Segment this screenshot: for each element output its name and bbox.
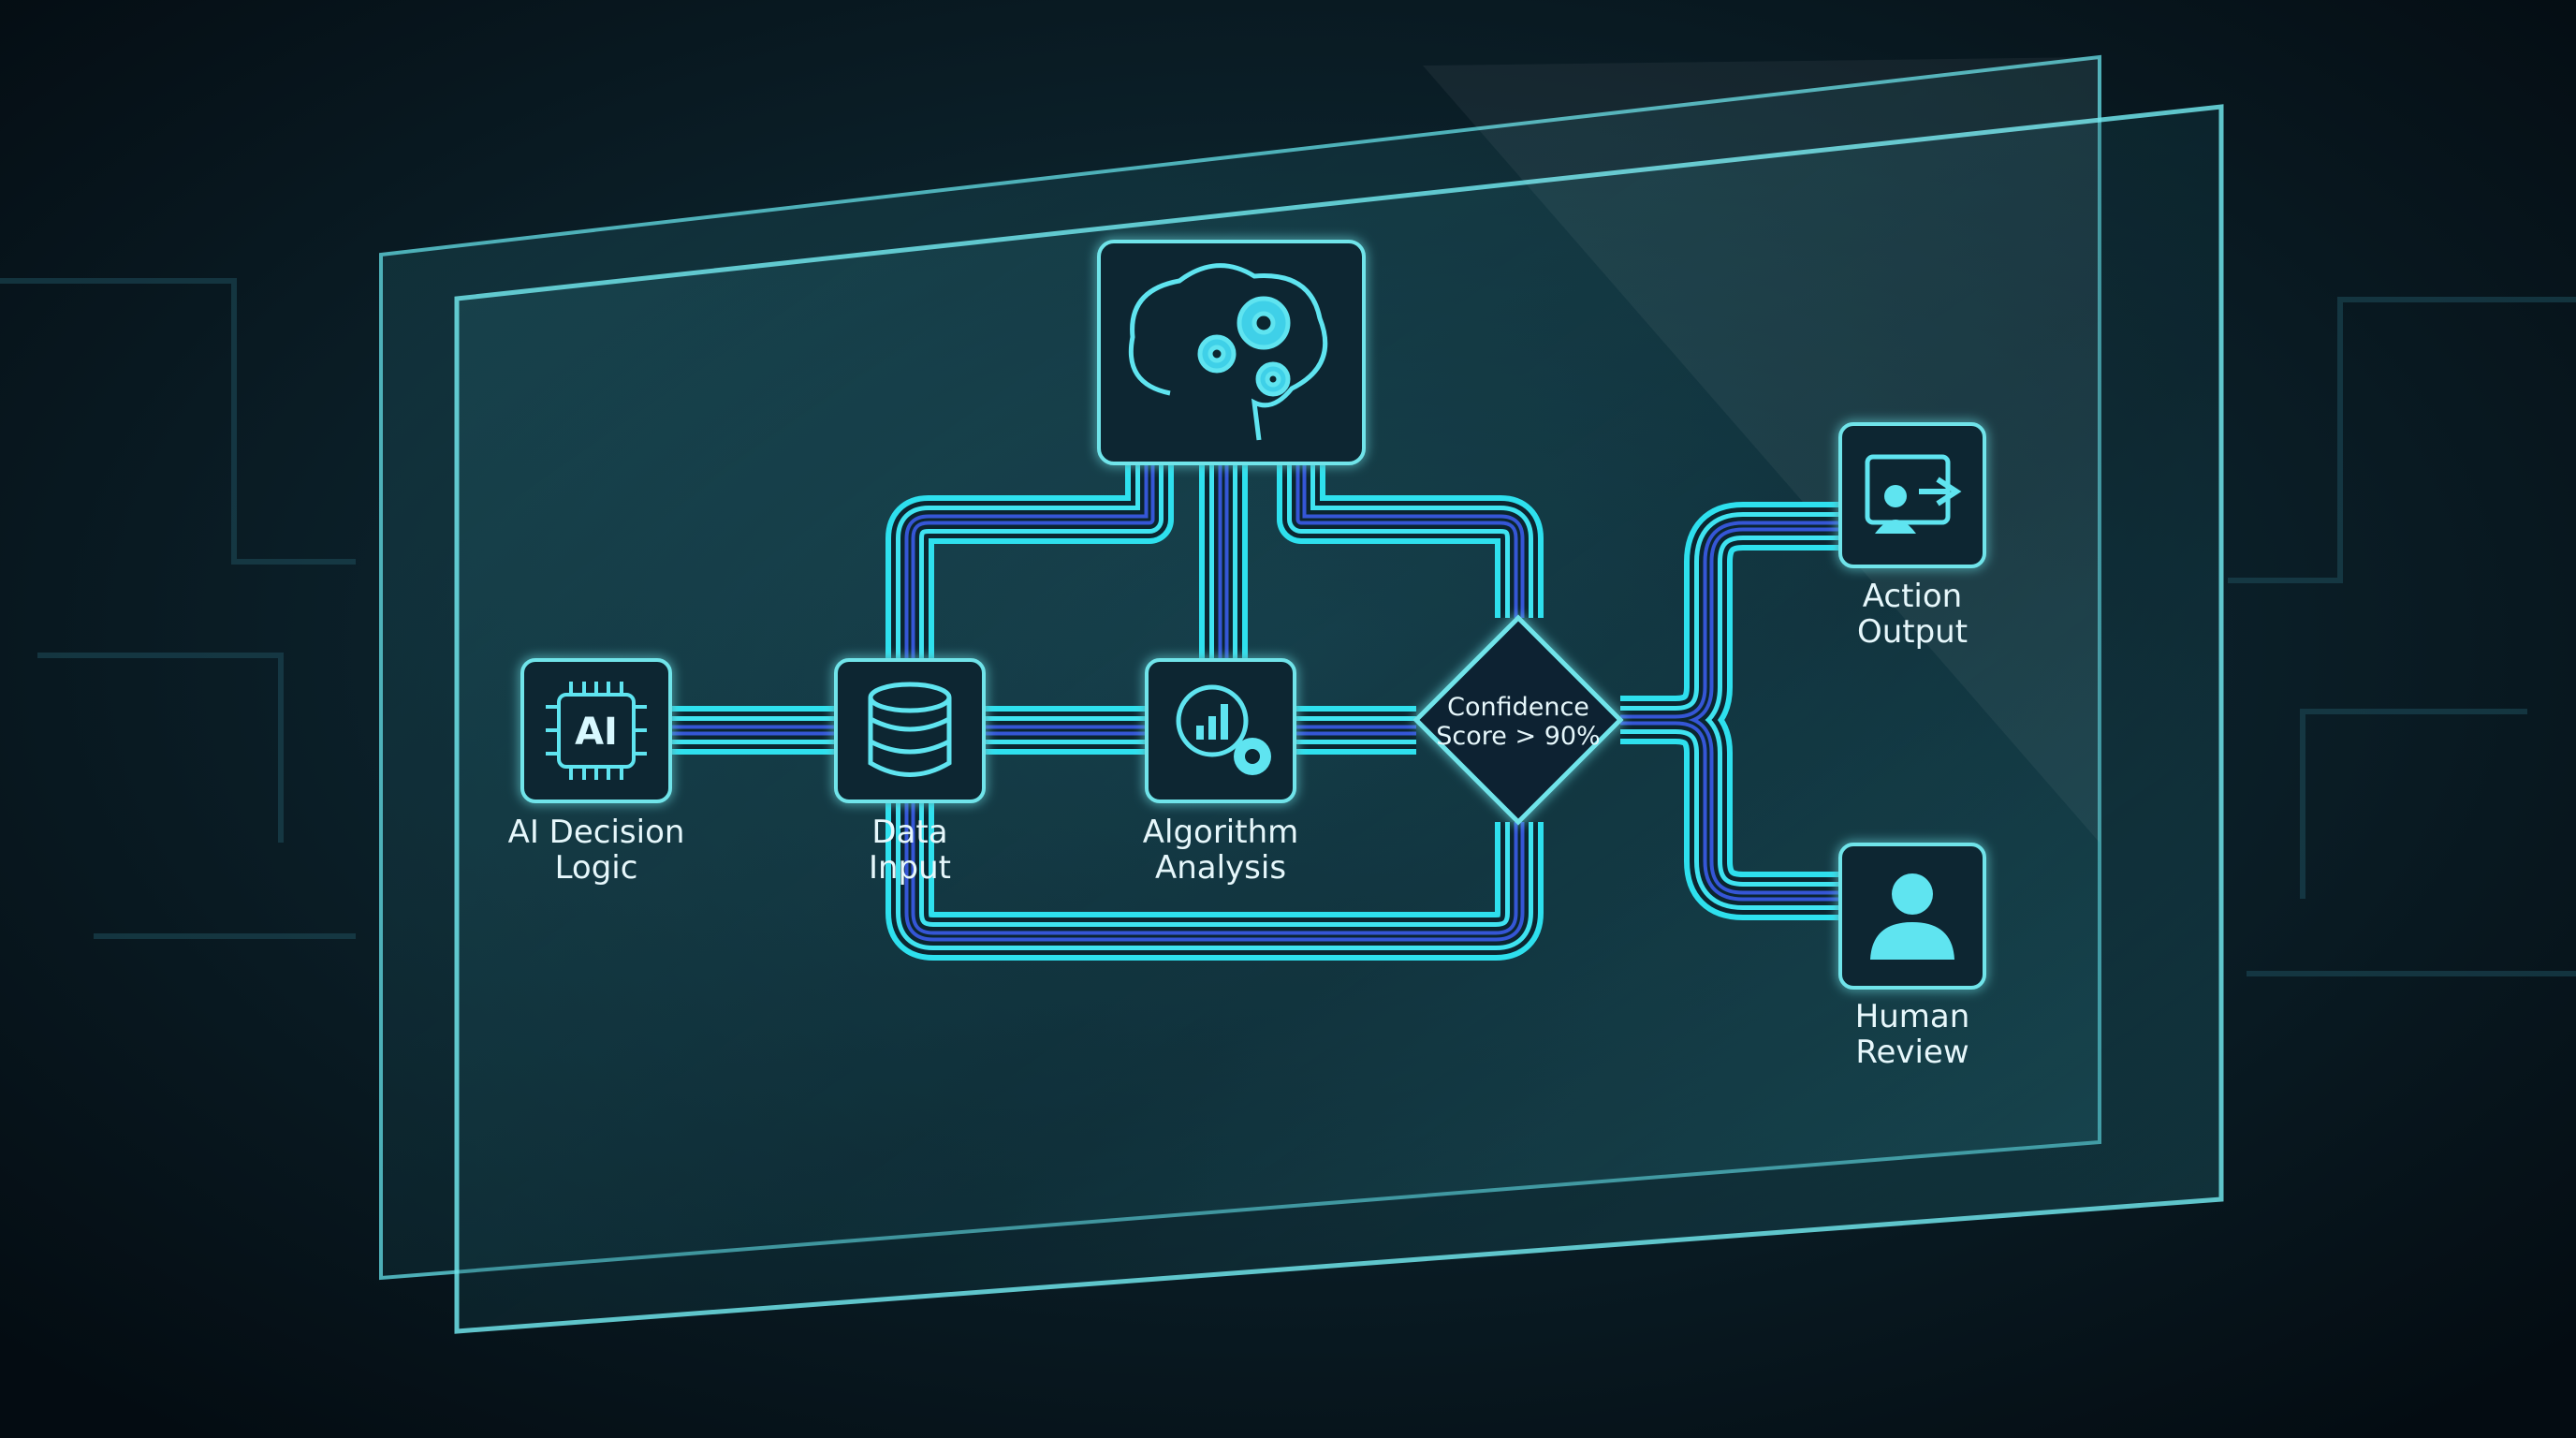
data-input-node[interactable]: Data Input (834, 658, 986, 887)
algorithm-node-label-line2: Analysis (1155, 849, 1286, 887)
action-node-label-line1: Action (1863, 578, 1962, 615)
person-icon (1870, 873, 1954, 960)
human-node-label-line2: Review (1855, 1034, 1969, 1071)
brain-gears-icon (1128, 263, 1328, 441)
action-output-node[interactable]: Action Output (1838, 422, 1986, 651)
user-screen-arrow-icon (1865, 454, 1962, 534)
data-node-label-line1: Data (871, 814, 947, 851)
background-circuits (0, 278, 2576, 976)
ai-chip-icon (546, 682, 647, 780)
decision-label-line1: Confidence (1447, 693, 1589, 722)
ai-node-label-line2: Logic (555, 849, 638, 887)
action-node-label-line2: Output (1857, 613, 1968, 651)
ai-decision-logic-node[interactable]: AI AI Decision Logic (508, 658, 685, 887)
algorithm-node-label-line1: Algorithm (1143, 814, 1299, 851)
human-review-node[interactable]: Human Review (1838, 843, 1986, 1071)
panel-reflection (1423, 57, 2100, 843)
confidence-decision-diamond[interactable]: Confidence Score > 90% (1412, 614, 1624, 826)
brain-node[interactable] (1097, 240, 1366, 465)
human-node-label-line1: Human (1855, 998, 1970, 1035)
decision-label-line2: Score > 90% (1436, 722, 1600, 751)
ai-chip-text: AI (575, 711, 618, 754)
database-icon (868, 682, 952, 777)
chart-gear-icon (1176, 684, 1271, 775)
algorithm-analysis-node[interactable]: Algorithm Analysis (1143, 658, 1299, 887)
ai-node-label-line1: AI Decision (508, 814, 685, 851)
data-node-label-line2: Input (869, 849, 951, 887)
